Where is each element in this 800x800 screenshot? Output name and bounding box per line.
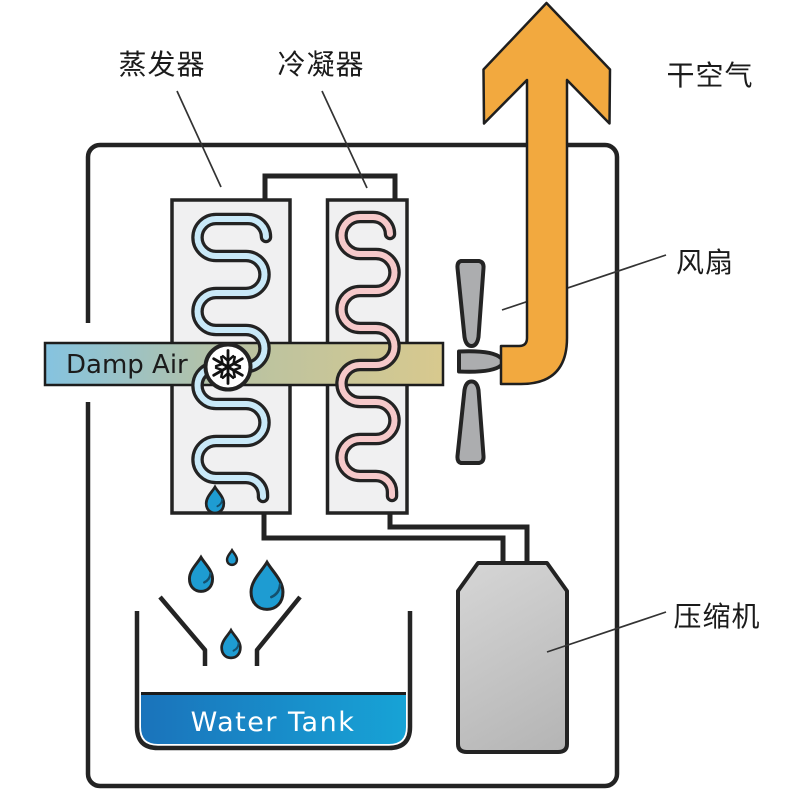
droplet-medium [187, 554, 215, 593]
condenser-coil-tube [338, 214, 398, 499]
snowflake-badge [203, 342, 253, 392]
funnel-left [158, 595, 208, 666]
compressor-label: 压缩机 [673, 600, 760, 633]
condenser-coil [335, 210, 401, 503]
droplet-lower [220, 627, 242, 660]
refrigerant-pipe-condenser [387, 512, 530, 566]
fan [455, 259, 506, 465]
fan-blade-bottom [455, 379, 486, 465]
fan-hub [457, 349, 506, 374]
evaporator-coil-tube [194, 216, 269, 500]
condenser-label: 冷凝器 [277, 48, 364, 81]
dry-air-arrow [482, 1, 612, 386]
water-tank-label: Water Tank [191, 707, 356, 738]
fan-blade-top [455, 259, 486, 348]
fan-label: 风扇 [676, 246, 734, 279]
water-tank-walls [134, 611, 413, 751]
evaporator-drip [204, 484, 226, 515]
leader-line-compressor [546, 611, 667, 653]
leader-line-evaporator [176, 90, 222, 188]
droplet-small [225, 547, 239, 567]
water-tank: Water Tank [134, 611, 413, 751]
refrigerant-pipe-evaporator [261, 512, 506, 566]
evaporator-coil [191, 212, 273, 504]
damp-air-label: Damp Air [66, 350, 188, 380]
dry-air-label: 干空气 [666, 59, 753, 92]
top-duct-pipe [262, 173, 398, 203]
water-fill [141, 692, 406, 744]
funnel-right [254, 595, 302, 666]
droplet-large [249, 559, 285, 611]
leader-line-condenser [321, 90, 368, 189]
evaporator-label: 蒸发器 [118, 48, 205, 81]
compressor-body [456, 561, 569, 754]
